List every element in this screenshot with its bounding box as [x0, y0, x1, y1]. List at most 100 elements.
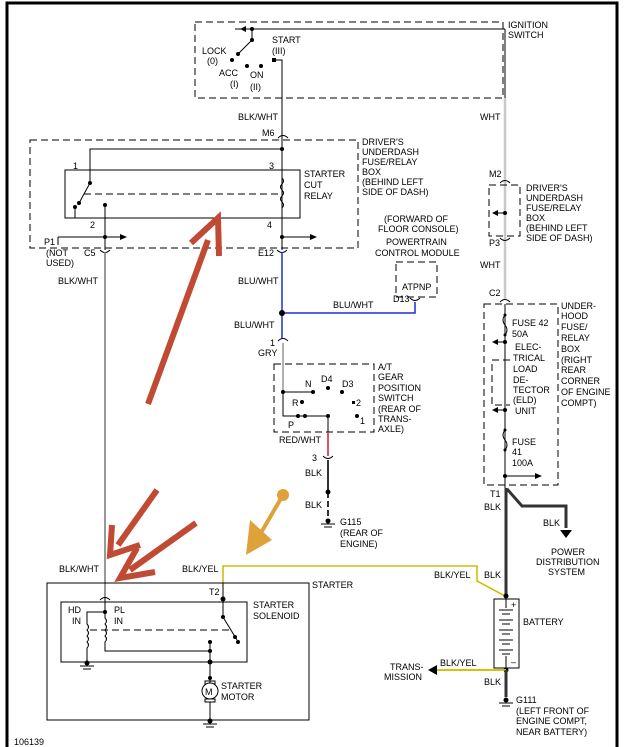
on-contact	[259, 64, 263, 68]
transmission-label-2: MISSION	[384, 672, 422, 682]
pin-1-label: 1	[73, 161, 78, 171]
svg-text:STARTER: STARTER	[304, 169, 346, 179]
lock-contact	[230, 58, 234, 62]
fuse-box-housing	[29, 139, 359, 249]
connector-d13-label: D13	[393, 294, 410, 304]
start-contact-wire	[275, 59, 283, 130]
starter-solenoid	[60, 601, 248, 663]
annotation-arrow-blk-yel	[246, 489, 289, 555]
svg-text:(REAR OF: (REAR OF	[378, 404, 422, 414]
junction-dot	[503, 593, 509, 599]
arrow-icon	[492, 339, 498, 345]
svg-text:UNDERDASH: UNDERDASH	[362, 147, 419, 157]
eld-label: ELEC- TRICAL LOAD DE- TECTOR (ELD) UNIT	[513, 342, 550, 416]
svg-text:AXLE): AXLE)	[378, 424, 404, 434]
svg-text:TECTOR: TECTOR	[513, 385, 550, 395]
junction-dot	[280, 235, 284, 239]
svg-text:ELEC-: ELEC-	[515, 342, 542, 352]
svg-text:REAR: REAR	[561, 365, 587, 375]
acc-label: ACC	[219, 68, 239, 78]
fuse-41-icon	[502, 429, 508, 451]
not-used-label-2: USED)	[46, 258, 74, 268]
wire-label-blk-battery: BLK	[484, 570, 501, 580]
wire-label-blu-wht-pcm: BLU/WHT	[333, 300, 374, 310]
ground-g111-location-3: NEAR BATTERY)	[516, 727, 587, 737]
connector-p3-label: P3	[489, 238, 500, 248]
svg-text:SYSTEM: SYSTEM	[548, 567, 585, 577]
ground-g115-location: (REAR OF	[340, 528, 384, 538]
svg-text:SIDE OF DASH): SIDE OF DASH)	[362, 187, 429, 197]
battery-plus-label: +	[511, 600, 516, 610]
ignition-switch: IGNITION SWITCH LOCK (0) ACC (I) ON (II)…	[194, 20, 548, 130]
fuse-box-title: DRIVER'S UNDERDASH FUSE/RELAY BOX (BEHIN…	[362, 137, 429, 197]
connector-m6	[277, 135, 289, 139]
starter-motor-icon: M	[201, 680, 219, 703]
svg-text:LOAD: LOAD	[513, 364, 538, 374]
pull-in-coil-label-2: IN	[114, 616, 123, 626]
start-num-label: (III)	[272, 46, 286, 56]
svg-text:TRICAL: TRICAL	[513, 353, 545, 363]
starter-solenoid-label: STARTER	[253, 600, 295, 610]
wire-label-blu-wht-gear: BLU/WHT	[234, 320, 275, 330]
wire-label-gry: GRY	[258, 348, 277, 358]
pin-3-label: 3	[269, 161, 274, 171]
r-contact	[300, 400, 304, 404]
fuse-42-label: FUSE 42	[512, 318, 549, 328]
svg-text:FUSE/RELAY: FUSE/RELAY	[362, 157, 417, 167]
switch-blade-tip	[236, 52, 240, 56]
battery: + – BATTERY	[493, 598, 564, 669]
acc-contact	[245, 64, 249, 68]
svg-text:(ELD): (ELD)	[513, 395, 537, 405]
connector-1-label: 1	[270, 338, 275, 348]
driver-fuse-relay-box-left: M6 DRIVER'S UNDERDASH FUSE/RELAY BOX (BE…	[29, 128, 429, 268]
connector-t1-label: T1	[490, 489, 501, 499]
ground-icon	[321, 518, 335, 528]
ground-icon	[499, 697, 513, 707]
fuse-42-icon	[502, 314, 508, 336]
connector-3-label: 3	[312, 453, 317, 463]
r-label: R	[292, 398, 299, 408]
pcm-housing	[395, 261, 438, 298]
wire-blu-wht-pcm	[282, 302, 416, 314]
svg-text:SIDE OF DASH): SIDE OF DASH)	[526, 233, 593, 243]
n-contact	[311, 390, 315, 394]
splice-dot	[325, 489, 331, 495]
svg-text:A/T: A/T	[378, 362, 393, 372]
ignition-switch-title-2: SWITCH	[508, 30, 544, 40]
wire-blk-power-dist	[505, 488, 568, 528]
connector-c2-label: C2	[489, 288, 501, 298]
svg-text:BOX: BOX	[561, 344, 580, 354]
svg-text:POSITION: POSITION	[378, 383, 421, 393]
relay-contact	[103, 203, 107, 207]
wire-label-blk-yel-trans: BLK/YEL	[440, 658, 477, 668]
fuse-41-rating: 100A	[512, 458, 533, 468]
svg-text:COMPT): COMPT)	[561, 398, 597, 408]
connector-m2-label: M2	[489, 169, 502, 179]
wire-label-blk-pds: BLK	[543, 518, 560, 528]
svg-text:CORNER: CORNER	[561, 376, 601, 386]
motor-symbol: M	[205, 687, 213, 697]
hold-in-coil-label: HD	[68, 605, 81, 615]
page-frame	[5, 1, 619, 747]
starter-motor-label: STARTER	[221, 681, 263, 691]
wire-label-blk-wht-c5: BLK/WHT	[58, 276, 99, 286]
start-contact	[272, 58, 276, 62]
starter-cut-relay	[64, 169, 301, 219]
svg-text:BOX: BOX	[362, 167, 381, 177]
starter-motor-label-2: MOTOR	[221, 692, 255, 702]
one-contact	[355, 414, 359, 418]
relay-coil-icon	[280, 177, 284, 209]
annotation-arrow-starter-2	[114, 520, 198, 583]
starter-cut-relay-label: STARTER CUT RELAY	[304, 169, 346, 201]
fuse-box-right-title: DRIVER'S UNDERDASH FUSE/RELAY BOX (BEHIN…	[526, 183, 593, 243]
connector-solenoid	[99, 597, 111, 601]
wire-label-blk-g111: BLK	[484, 677, 501, 687]
arrow-icon	[120, 234, 127, 240]
ground-g111-label: G111	[516, 695, 537, 705]
relay-contact	[77, 201, 81, 205]
d3-contact	[340, 390, 344, 394]
svg-text:BOX: BOX	[526, 213, 545, 223]
ground-g115-label: G115	[340, 517, 361, 527]
junction-dot	[326, 414, 330, 418]
